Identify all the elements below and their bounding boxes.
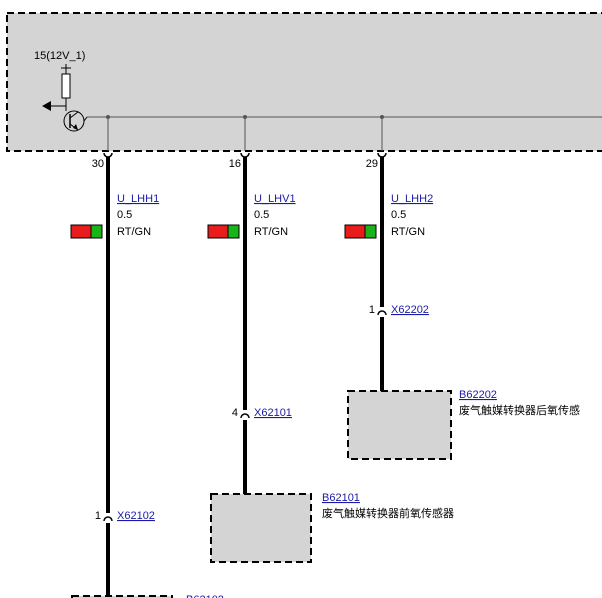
connector-pin-number: 1 <box>95 510 101 522</box>
resistor-icon <box>61 64 71 111</box>
wire-color-swatch <box>70 224 103 239</box>
component-id-link[interactable]: B62102 <box>186 594 224 598</box>
connector-symbol <box>377 310 387 316</box>
connector-id-link[interactable]: X62102 <box>117 510 155 522</box>
wire-color-swatch <box>344 224 377 239</box>
wire-color-swatch <box>207 224 240 239</box>
component-description: 废气触媒转换器后氧传感 <box>459 403 580 417</box>
connector-pin-number: 4 <box>232 407 238 419</box>
wire-gauge: 0.5 <box>254 209 269 221</box>
signal-name-link[interactable]: U_LHH1 <box>117 193 159 205</box>
connector-symbol <box>103 516 113 522</box>
wire-gauge: 0.5 <box>391 209 406 221</box>
supply-label: 15(12V_1) <box>34 50 85 62</box>
circuits-layer: 30U_LHH10.5RT/GN1X62102B6210216U_LHV10.5… <box>70 115 580 598</box>
swatch-green <box>227 224 240 239</box>
connector-id-link[interactable]: X62202 <box>391 304 429 316</box>
connector-pin-number: 1 <box>369 304 375 316</box>
module-pin-number: 30 <box>92 158 104 170</box>
module-pin-number: 29 <box>366 158 378 170</box>
connector-symbol <box>240 413 250 419</box>
component-box <box>347 390 452 460</box>
module-pin-socket <box>240 152 250 158</box>
arrow-left-icon <box>42 101 66 111</box>
control-module-box <box>6 12 602 152</box>
wire-gauge: 0.5 <box>117 209 132 221</box>
component-box <box>71 595 173 598</box>
swatch-red <box>70 224 92 239</box>
wire-color-code: RT/GN <box>391 226 425 238</box>
module-pin-socket <box>377 152 387 158</box>
transistor-icon <box>63 110 88 132</box>
swatch-green <box>90 224 103 239</box>
module-pin-socket <box>103 152 113 158</box>
component-id-link[interactable]: B62101 <box>322 492 360 504</box>
swatch-red <box>344 224 366 239</box>
swatch-red <box>207 224 229 239</box>
wire-color-code: RT/GN <box>117 226 151 238</box>
component-box <box>210 493 312 563</box>
swatch-green <box>364 224 377 239</box>
module-pin-number: 16 <box>229 158 241 170</box>
connector-id-link[interactable]: X62101 <box>254 407 292 419</box>
signal-name-link[interactable]: U_LHV1 <box>254 193 296 205</box>
component-description: 废气触媒转换器前氧传感器 <box>322 506 454 520</box>
signal-name-link[interactable]: U_LHH2 <box>391 193 433 205</box>
circuit-u_lhh1: 30U_LHH1 0.5RT/GN 1 X62102B62102 <box>70 115 224 598</box>
wire-color-code: RT/GN <box>254 226 288 238</box>
component-id-link[interactable]: B62202 <box>459 389 497 401</box>
